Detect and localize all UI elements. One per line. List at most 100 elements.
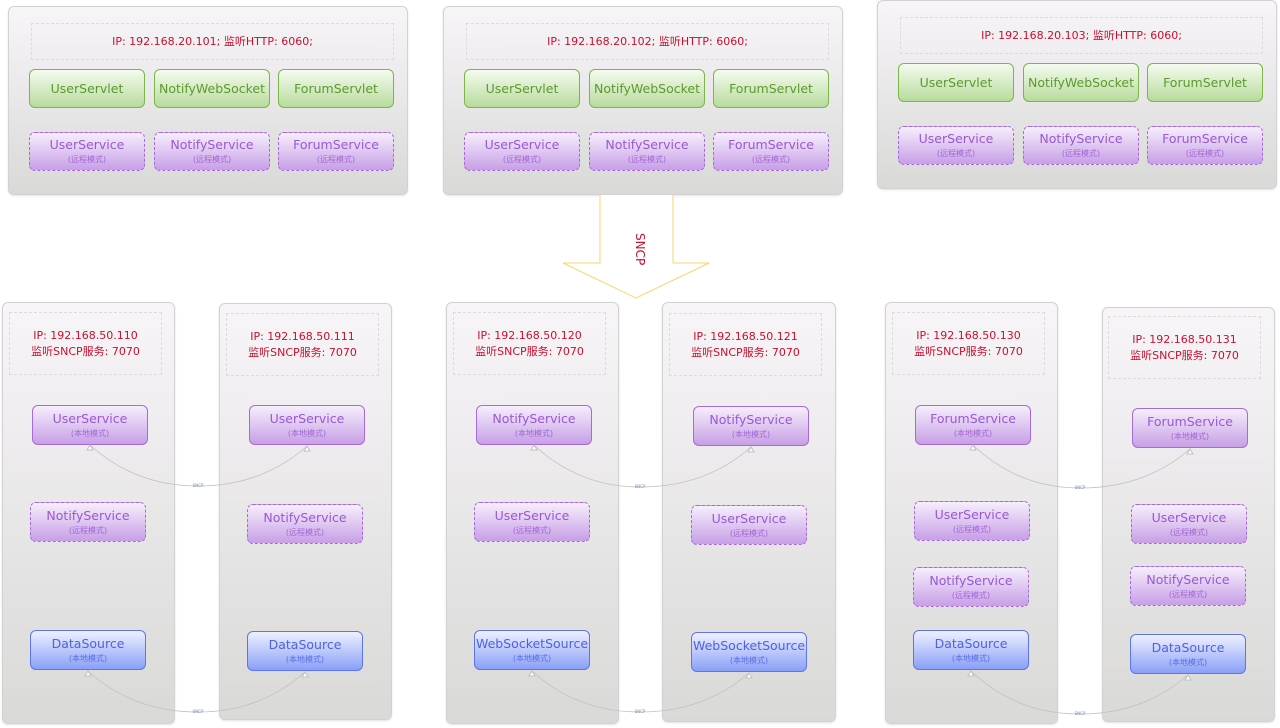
datasource-box: WebSocketSource(本地模式) <box>691 632 807 672</box>
service-name: NotifyService <box>46 507 130 523</box>
ip-info-box: IP: 192.168.20.103; 监听HTTP: 6060; <box>900 17 1263 54</box>
servlet-box: ForumServlet <box>278 69 394 108</box>
ip-label: IP: 192.168.50.131 <box>1132 332 1237 346</box>
remote-service-box: ForumService (远程模式) <box>1147 126 1263 165</box>
remote-service-box: UserService(远程模式) <box>474 502 590 542</box>
service-name: DataSource <box>268 636 342 652</box>
ip-label: IP: 192.168.50.111 <box>250 329 355 343</box>
datasource-box: DataSource(本地模式) <box>247 631 363 671</box>
service-mode: (本地模式) <box>70 428 110 438</box>
ip-label: IP: 192.168.20.102; 监听HTTP: 6060; <box>547 34 748 48</box>
servlet-box: NotifyWebSocket <box>154 69 270 108</box>
arrowhead-icon <box>303 445 311 452</box>
remote-service-box: NotifyService(远程模式) <box>154 132 270 171</box>
servlet-box: ForumServlet <box>1147 63 1263 102</box>
service-mode: (本地模式) <box>1170 431 1210 441</box>
service-mode: (本地模式) <box>953 428 993 438</box>
servlet-name: NotifyWebSocket <box>593 80 701 96</box>
service-name: NotifyService <box>492 410 576 426</box>
service-name: UserService <box>934 506 1010 522</box>
service-mode: (远程模式) <box>751 155 791 164</box>
local-service-box: ForumService(本地模式) <box>1132 408 1248 448</box>
remote-service-box: UserService(远程模式) <box>464 132 580 171</box>
servlet-name: UserServlet <box>919 74 993 90</box>
service-name: UserService <box>52 410 128 426</box>
arrowhead-icon <box>745 672 753 679</box>
remote-service-box: NotifyService (远程模式) <box>913 567 1029 607</box>
listen-label: 监听SNCP服务: 7070 <box>691 345 800 359</box>
local-service-box: ForumService (本地模式) <box>915 405 1031 445</box>
sncp-link-label: SNCP <box>1074 711 1086 716</box>
listen-label: 监听SNCP服务: 7070 <box>475 344 584 358</box>
sncp-link <box>533 444 752 488</box>
remote-service-box: NotifyService(远程模式) <box>1130 566 1246 606</box>
local-service-box: NotifyService (本地模式) <box>476 405 592 445</box>
sncp-arrow <box>562 195 710 299</box>
arrowhead-icon <box>969 444 977 451</box>
sncp-link-label: SNCP <box>192 483 204 488</box>
service-mode: (远程模式) <box>1168 589 1208 599</box>
service-mode: (远程模式) <box>951 590 991 600</box>
datasource-box: DataSource (本地模式) <box>913 630 1029 670</box>
service-mode: (远程模式) <box>1061 149 1101 158</box>
service-mode: (远程模式) <box>1185 149 1225 158</box>
service-mode: (远程模式) <box>68 525 108 535</box>
ip-label: IP: 192.168.50.121 <box>693 329 798 343</box>
arrowhead-icon <box>967 670 975 677</box>
service-name: UserService <box>918 131 994 146</box>
service-mode: (本地模式) <box>731 429 771 439</box>
ip-label: IP: 192.168.20.103; 监听HTTP: 6060; <box>981 28 1182 42</box>
service-name: ForumService <box>1162 131 1248 146</box>
remote-service-box: ForumService(远程模式) <box>713 132 829 171</box>
service-mode: (本地模式) <box>512 653 552 663</box>
remote-service-box: ForumService (远程模式) <box>278 132 394 171</box>
datasource-box: DataSource (本地模式) <box>1130 634 1246 674</box>
service-name: DataSource <box>934 635 1008 651</box>
sncp-link-label: SNCP <box>634 709 646 714</box>
ip-label: IP: 192.168.50.110 <box>33 328 138 342</box>
service-name: DataSource <box>51 635 125 651</box>
service-mode: (远程模式) <box>952 524 992 534</box>
servlet-name: UserServlet <box>485 80 559 96</box>
servlet-name: ForumServlet <box>294 80 378 96</box>
service-mode: (本地模式) <box>514 428 554 438</box>
remote-service-box: NotifyService (远程模式) <box>30 502 146 542</box>
service-name: NotifyService <box>929 572 1013 588</box>
service-name: UserService <box>1151 509 1227 525</box>
service-name: DataSource <box>1151 639 1225 655</box>
service-name: ForumService <box>293 137 379 152</box>
service-name: NotifyService <box>605 137 689 152</box>
service-mode: (远程模式) <box>316 155 356 164</box>
service-name: UserService <box>484 137 560 152</box>
sncp-link <box>531 670 750 713</box>
arrowhead-icon <box>84 670 92 677</box>
remote-service-box: UserService (远程模式) <box>914 501 1030 541</box>
servlet-box: ForumServlet <box>713 69 829 108</box>
servlet-name: NotifyWebSocket <box>158 80 266 96</box>
ip-label: IP: 192.168.20.101; 监听HTTP: 6060; <box>112 34 313 48</box>
service-name: UserService <box>49 137 125 152</box>
sncp-link-label: SNCP <box>192 709 204 714</box>
servlet-box: UserServlet <box>29 69 145 108</box>
servlet-box: UserServlet <box>898 63 1014 102</box>
remote-service-box: NotifyService(远程模式) <box>247 504 363 544</box>
servlet-name: NotifyWebSocket <box>1027 74 1135 90</box>
sncp-link <box>972 444 1191 489</box>
service-mode: (本地模式) <box>951 653 991 663</box>
arrowhead-icon <box>528 670 536 677</box>
service-name: NotifyService <box>1039 131 1123 146</box>
service-mode: (远程模式) <box>67 155 107 164</box>
arrowhead-icon <box>1184 674 1192 681</box>
service-mode: (远程模式) <box>936 149 976 158</box>
service-name: NotifyService <box>263 509 347 525</box>
service-name: WebSocketSource <box>475 635 589 651</box>
listen-label: 监听SNCP服务: 7070 <box>914 344 1023 358</box>
service-mode: (远程模式) <box>1169 527 1209 537</box>
service-mode: (本地模式) <box>1168 657 1208 667</box>
service-name: ForumService <box>930 410 1016 426</box>
